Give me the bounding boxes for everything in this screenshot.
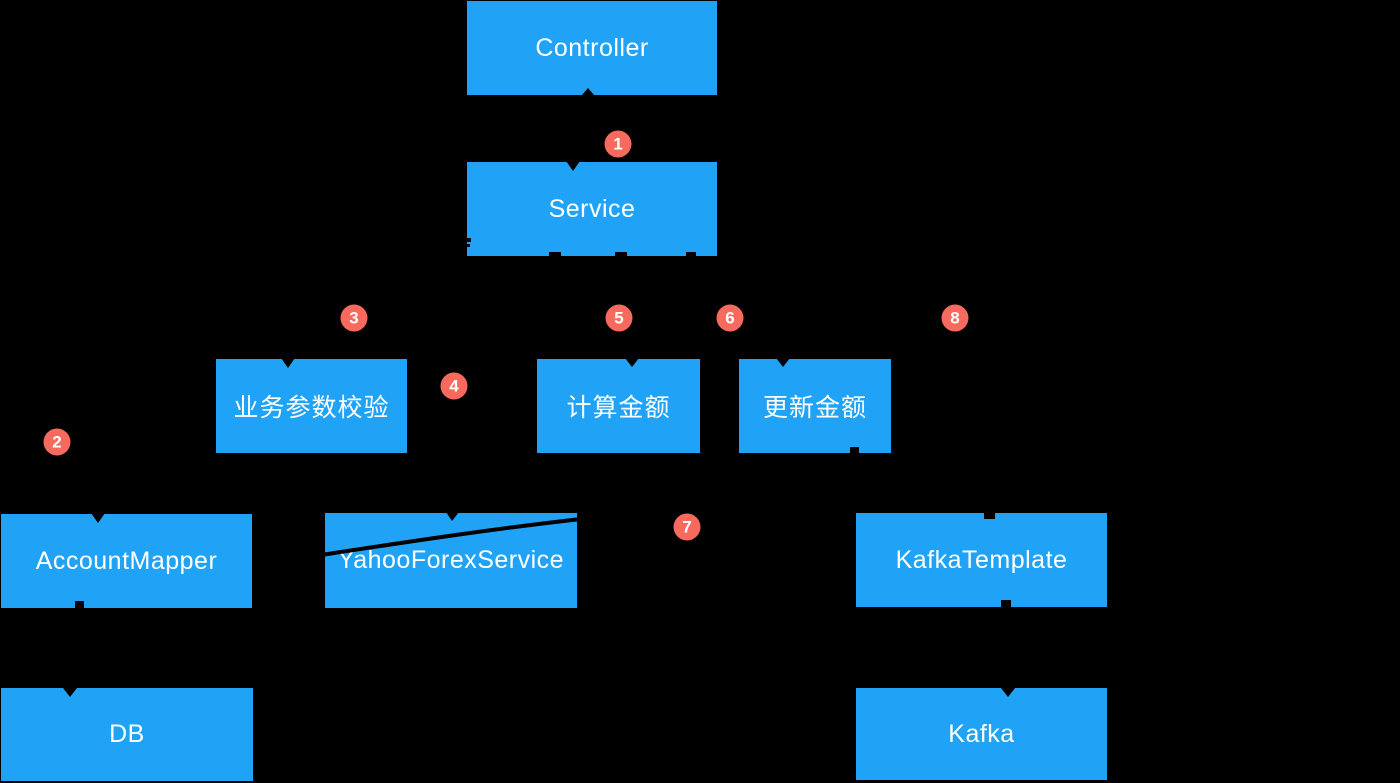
node-kafka-template: KafkaTemplate xyxy=(856,513,1107,607)
node-account-mapper: AccountMapper xyxy=(1,514,252,608)
step-badge-6: 6 xyxy=(716,304,744,332)
step-badge-1: 1 xyxy=(604,130,632,158)
node-yahoo-forex-service: YahooForexService xyxy=(325,513,577,608)
node-update-amount: 更新金额 xyxy=(739,359,891,453)
node-controller: Controller xyxy=(467,1,717,95)
step-badge-5: 5 xyxy=(605,304,633,332)
node-service: Service xyxy=(467,162,717,256)
step-badge-4: 4 xyxy=(440,372,468,400)
node-db: DB xyxy=(1,688,253,781)
step-badge-8: 8 xyxy=(941,304,969,332)
node-calculate-amount: 计算金额 xyxy=(537,359,700,453)
node-kafka: Kafka xyxy=(856,688,1107,780)
step-badge-2: 2 xyxy=(43,428,71,456)
step-badge-7: 7 xyxy=(673,513,701,541)
step-badge-3: 3 xyxy=(340,304,368,332)
node-business-param-validation: 业务参数校验 xyxy=(216,359,407,453)
